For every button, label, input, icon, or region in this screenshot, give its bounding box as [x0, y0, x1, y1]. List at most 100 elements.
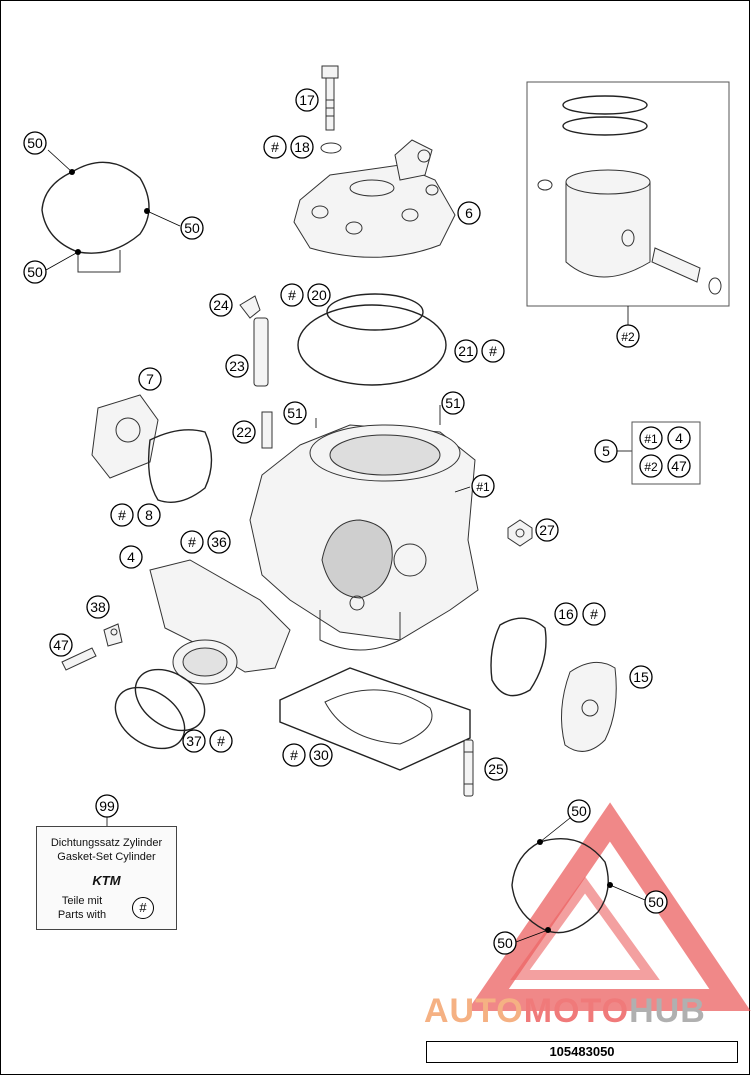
- watermark-part1: AUTO: [424, 992, 524, 1030]
- callout-4[interactable]: 4: [119, 545, 143, 569]
- svg-text:17: 17: [299, 92, 315, 108]
- callout-50-b[interactable]: 50: [180, 216, 204, 240]
- svg-text:50: 50: [184, 220, 200, 236]
- callout-36-hash[interactable]: #: [180, 530, 204, 554]
- callout-18-hash[interactable]: #: [263, 135, 287, 159]
- callout-2[interactable]: #2: [616, 324, 640, 348]
- svg-text:47: 47: [53, 637, 69, 653]
- callout-50-a[interactable]: 50: [23, 131, 47, 155]
- svg-text:#1: #1: [644, 432, 658, 446]
- svg-text:23: 23: [229, 358, 245, 374]
- callout-8[interactable]: 8: [137, 503, 161, 527]
- kit-parts-en: Parts with: [57, 909, 107, 921]
- callout-8-hash[interactable]: #: [110, 503, 134, 527]
- head-o-rings: [297, 293, 447, 386]
- callout-17[interactable]: 17: [295, 88, 319, 112]
- watermark-part2: MOTO: [523, 992, 630, 1030]
- callout-20[interactable]: 20: [307, 283, 331, 307]
- svg-text:#: #: [217, 733, 225, 749]
- cover-gasket-bottom-right: [511, 817, 646, 943]
- svg-text:#: #: [188, 534, 196, 550]
- svg-text:8: 8: [145, 507, 153, 523]
- intake-screw: [61, 623, 123, 671]
- callout-15[interactable]: 15: [629, 665, 653, 689]
- callout-7[interactable]: 7: [138, 367, 162, 391]
- cylinder-head: [293, 139, 456, 258]
- svg-text:16: 16: [558, 606, 574, 622]
- callout-47[interactable]: 47: [49, 633, 73, 657]
- svg-text:4: 4: [675, 430, 683, 446]
- kit-title-de: Dichtungssatz Zylinder: [50, 837, 163, 849]
- callout-16-hash[interactable]: #: [582, 602, 606, 626]
- svg-text:50: 50: [27, 264, 43, 280]
- cover-gasket-top-left: [41, 149, 181, 273]
- callout-36[interactable]: 36: [207, 530, 231, 554]
- callout-51-b[interactable]: 51: [441, 391, 465, 415]
- exhaust-cover: [490, 617, 617, 752]
- svg-text:51: 51: [445, 395, 461, 411]
- svg-text:38: 38: [90, 599, 106, 615]
- svg-text:20: 20: [311, 287, 327, 303]
- svg-text:15: 15: [633, 669, 649, 685]
- kit-hash-marker: #: [132, 897, 154, 919]
- svg-text:#1: #1: [476, 480, 490, 494]
- intake-manifold: [114, 559, 291, 750]
- callout-27[interactable]: 27: [535, 518, 559, 542]
- callout-50-e[interactable]: 50: [644, 890, 668, 914]
- svg-text:4: 4: [127, 549, 135, 565]
- callout-38[interactable]: 38: [86, 595, 110, 619]
- callout-99[interactable]: 99: [95, 794, 119, 818]
- svg-text:50: 50: [648, 894, 664, 910]
- svg-text:#: #: [290, 747, 298, 763]
- callout-20-hash[interactable]: #: [280, 283, 304, 307]
- svg-text:22: 22: [236, 424, 252, 440]
- gasket-kit-card: Dichtungssatz Zylinder Gasket-Set Cylind…: [36, 826, 177, 930]
- svg-text:50: 50: [571, 803, 587, 819]
- callout-50-c[interactable]: 50: [23, 260, 47, 284]
- svg-text:6: 6: [465, 205, 473, 221]
- callout-30-hash[interactable]: #: [282, 743, 306, 767]
- watermark-triangle: [467, 802, 751, 1011]
- callout-23[interactable]: 23: [225, 354, 249, 378]
- kit-title-en: Gasket-Set Cylinder: [57, 851, 156, 863]
- svg-text:50: 50: [497, 935, 513, 951]
- callout-18[interactable]: 18: [290, 135, 314, 159]
- cylinder: [249, 405, 479, 651]
- callout-51-a[interactable]: 51: [283, 401, 307, 425]
- stud: [463, 739, 474, 797]
- svg-text:18: 18: [294, 139, 310, 155]
- svg-text:37: 37: [186, 733, 202, 749]
- svg-text:36: 36: [211, 534, 227, 550]
- svg-text:#: #: [118, 507, 126, 523]
- svg-text:25: 25: [488, 761, 504, 777]
- callout-5-group[interactable]: 5 #1 4 #2 47: [594, 421, 701, 485]
- callout-1[interactable]: #1: [471, 474, 495, 498]
- head-bolt: [320, 65, 342, 154]
- callout-16[interactable]: 16: [554, 602, 578, 626]
- kit-parts-de: Teile mit: [61, 895, 103, 907]
- callout-37-hash[interactable]: #: [209, 729, 233, 753]
- callout-30[interactable]: 30: [309, 743, 333, 767]
- callout-24[interactable]: 24: [209, 293, 233, 317]
- callout-21[interactable]: 21: [454, 339, 478, 363]
- svg-text:5: 5: [602, 443, 610, 459]
- callout-37[interactable]: 37: [182, 729, 206, 753]
- svg-text:#2: #2: [644, 460, 658, 474]
- watermark-logo: AUTOMOTOHUB: [424, 992, 706, 1031]
- callout-25[interactable]: 25: [484, 757, 508, 781]
- callout-22[interactable]: 22: [232, 420, 256, 444]
- piston-group: [537, 95, 722, 325]
- svg-text:#: #: [288, 287, 296, 303]
- svg-text:21: 21: [458, 343, 474, 359]
- svg-text:51: 51: [287, 405, 303, 421]
- callout-21-hash[interactable]: #: [481, 339, 505, 363]
- svg-text:30: 30: [313, 747, 329, 763]
- svg-text:27: 27: [539, 522, 555, 538]
- callout-6[interactable]: 6: [457, 201, 481, 225]
- callout-50-d[interactable]: 50: [567, 799, 591, 823]
- base-gasket: [279, 667, 471, 771]
- callout-50-f[interactable]: 50: [493, 931, 517, 955]
- svg-text:#: #: [271, 139, 279, 155]
- svg-text:99: 99: [99, 798, 115, 814]
